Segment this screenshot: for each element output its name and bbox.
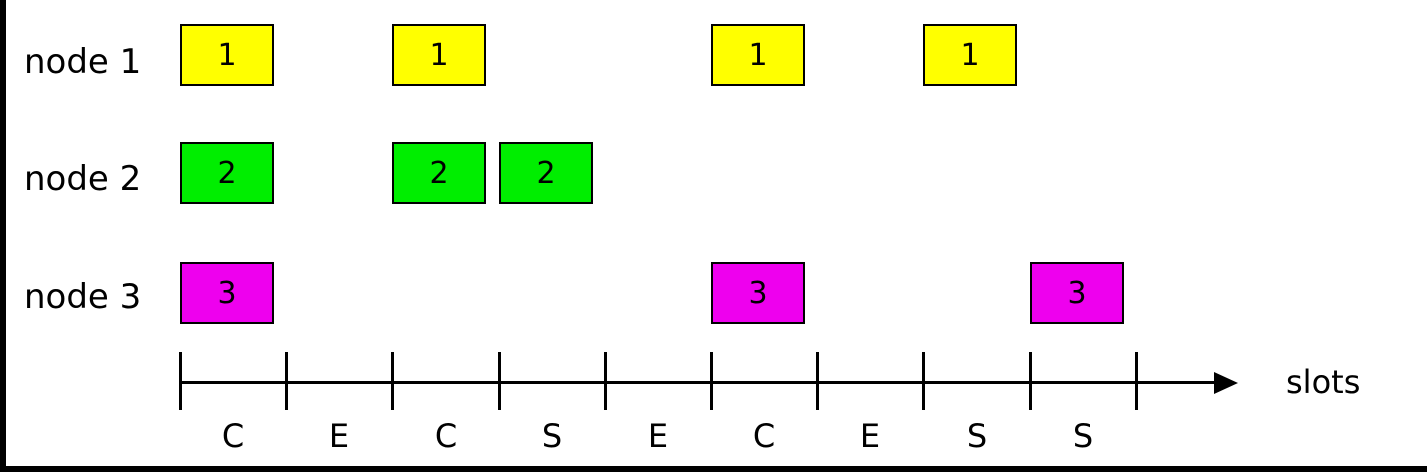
node-2-block: 2 xyxy=(499,142,593,204)
axis-tick xyxy=(604,352,607,410)
node-1-label: node 1 xyxy=(24,42,142,82)
axis-tick xyxy=(922,352,925,410)
node-2-block: 2 xyxy=(180,142,274,204)
axis-tick xyxy=(1135,352,1138,410)
node-1-block: 1 xyxy=(711,24,805,86)
slot-label: S xyxy=(541,417,563,455)
node-3-block: 3 xyxy=(1030,262,1124,324)
slot-label: S xyxy=(1072,417,1094,455)
axis-tick xyxy=(1029,352,1032,410)
axis-arrow-icon xyxy=(1214,372,1238,394)
node-1-block: 1 xyxy=(180,24,274,86)
node-3-block: 3 xyxy=(711,262,805,324)
node-1-block: 1 xyxy=(923,24,1017,86)
node-2-block: 2 xyxy=(392,142,486,204)
axis-tick xyxy=(498,352,501,410)
axis-tick xyxy=(179,352,182,410)
frame-left-border xyxy=(0,0,6,472)
slot-label: C xyxy=(752,417,776,455)
node-3-label: node 3 xyxy=(24,277,142,317)
node-2-label: node 2 xyxy=(24,159,142,199)
slot-label: C xyxy=(434,417,458,455)
axis-tick xyxy=(391,352,394,410)
slot-label: E xyxy=(328,417,350,455)
node-3-block: 3 xyxy=(180,262,274,324)
axis-tick xyxy=(816,352,819,410)
slot-label: S xyxy=(966,417,988,455)
node-1-block: 1 xyxy=(392,24,486,86)
axis-tick xyxy=(710,352,713,410)
slot-label: E xyxy=(859,417,881,455)
slot-label: C xyxy=(221,417,245,455)
axis-label: slots xyxy=(1286,363,1361,401)
slot-label: E xyxy=(647,417,669,455)
frame-bottom-border xyxy=(0,466,1427,472)
axis-tick xyxy=(285,352,288,410)
time-axis-line xyxy=(180,381,1220,384)
